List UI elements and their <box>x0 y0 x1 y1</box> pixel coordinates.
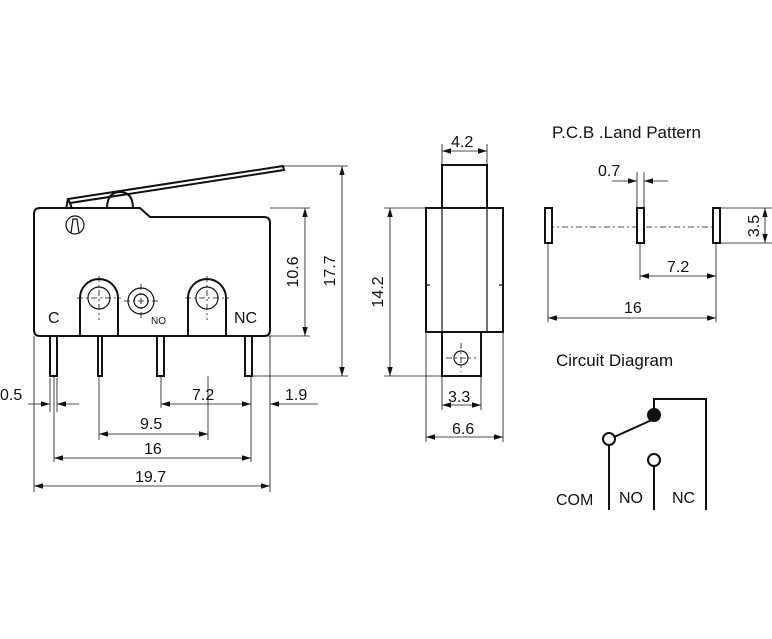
pad-1 <box>544 207 553 244</box>
dim-edge: 1.9 <box>285 387 307 404</box>
circuit-diagram: Circuit Diagram COM NO NC <box>556 351 707 510</box>
dim-pin-spacing: 7.2 <box>192 387 214 404</box>
pcb-land-pattern: P.C.B .Land Pattern 0.7 3.5 7.2 16 <box>544 123 772 322</box>
label-terminal-c: C <box>48 310 60 327</box>
side-tab <box>441 332 482 377</box>
label-terminal-no: NO <box>151 316 166 327</box>
lever-arm <box>66 164 286 205</box>
label-no: NO <box>619 490 643 507</box>
label-com: COM <box>556 492 593 509</box>
actuator-button <box>106 190 134 210</box>
dim-pad-height: 3.5 <box>746 215 763 237</box>
nc-wire <box>653 398 707 510</box>
pad-3 <box>712 207 721 244</box>
dim-c-to-no: 9.5 <box>140 416 162 433</box>
pcb-title: P.C.B .Land Pattern <box>552 123 701 142</box>
nc-contact <box>647 408 661 422</box>
dim-top-width: 4.2 <box>451 134 473 151</box>
dim-span: 16 <box>624 300 642 317</box>
com-contact <box>602 432 616 446</box>
switch-arm <box>613 418 655 438</box>
circuit-title: Circuit Diagram <box>556 351 673 370</box>
dim-body-width: 6.6 <box>452 421 474 438</box>
pin-c <box>49 336 58 377</box>
dim-tab-width: 3.3 <box>448 389 470 406</box>
pivot-screw <box>65 215 85 235</box>
side-view: 4.2 14.2 3.3 6.6 <box>370 134 504 442</box>
side-plunger <box>441 164 488 209</box>
no-contact <box>647 453 661 467</box>
dim-pad-width: 0.7 <box>598 163 620 180</box>
dim-pitch: 7.2 <box>667 259 689 276</box>
dim-pin-width: 0.5 <box>0 387 22 404</box>
label-nc: NC <box>672 490 695 507</box>
front-view: C NO NC 10.6 17.7 0.5 7.2 1.9 9 <box>0 164 348 492</box>
dim-c-to-nc: 16 <box>144 441 162 458</box>
pad-2 <box>636 207 645 244</box>
dim-side-height: 14.2 <box>370 276 387 307</box>
pin-nc <box>244 336 253 377</box>
pin-no <box>156 336 165 377</box>
dim-total-height: 17.7 <box>322 255 339 286</box>
side-body <box>425 207 504 333</box>
dim-total-width: 19.7 <box>135 469 166 486</box>
dim-body-height: 10.6 <box>285 256 302 287</box>
label-terminal-nc: NC <box>234 310 257 327</box>
